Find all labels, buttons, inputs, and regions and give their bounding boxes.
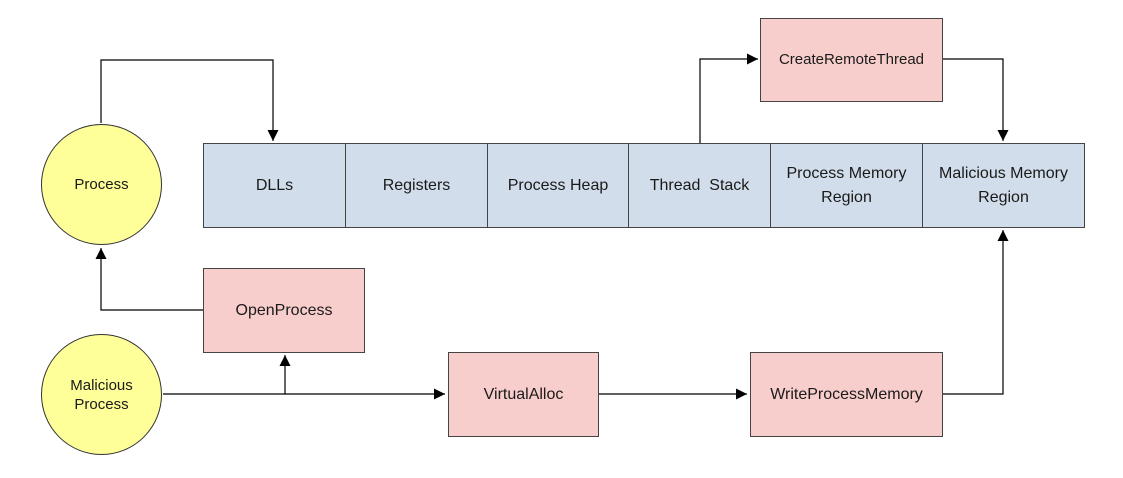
openprocess-label: OpenProcess	[235, 301, 333, 319]
edge-process-to-dlls	[100, 59, 279, 141]
createremotethread-label: CreateRemoteThread	[778, 51, 925, 68]
malicious-process-node: Malicious Process	[41, 334, 162, 455]
memory-cell-process-memory-region: Process Memory Region	[770, 143, 923, 228]
virtualalloc-box: VirtualAlloc	[448, 352, 599, 437]
process-heap-label: Process Heap	[507, 176, 609, 194]
edge-openprocess-to-process	[95, 248, 203, 311]
writeprocessmemory-box: WriteProcessMemory	[750, 352, 943, 437]
memory-cell-process-heap: Process Heap	[487, 143, 629, 228]
writeprocessmemory-label: WriteProcessMemory	[770, 385, 923, 403]
process-memory-region-label: Process Memory Region	[786, 164, 907, 206]
process-node: Process	[41, 124, 162, 245]
process-label: Process	[74, 176, 129, 193]
openprocess-box: OpenProcess	[203, 268, 365, 353]
virtualalloc-label: VirtualAlloc	[483, 385, 564, 403]
edge-threadstack-to-createremotethread	[699, 53, 758, 143]
createremotethread-box: CreateRemoteThread	[760, 18, 943, 102]
dlls-label: DLLs	[255, 176, 294, 194]
memory-cell-thread-stack: Thread Stack	[628, 143, 771, 228]
edge-writeprocessmemory-to-malicious-region	[943, 230, 1009, 395]
edge-createremotethread-to-malicious-region	[943, 58, 1009, 141]
memory-cell-registers: Registers	[345, 143, 488, 228]
memory-cell-malicious-memory-region: Malicious Memory Region	[922, 143, 1085, 228]
registers-label: Registers	[382, 176, 451, 194]
malicious-memory-region-label: Malicious Memory Region	[939, 164, 1068, 206]
malicious-process-label: Malicious Process	[70, 376, 133, 413]
memory-cell-dlls: DLLs	[203, 143, 346, 228]
thread-stack-label: Thread Stack	[649, 176, 750, 194]
